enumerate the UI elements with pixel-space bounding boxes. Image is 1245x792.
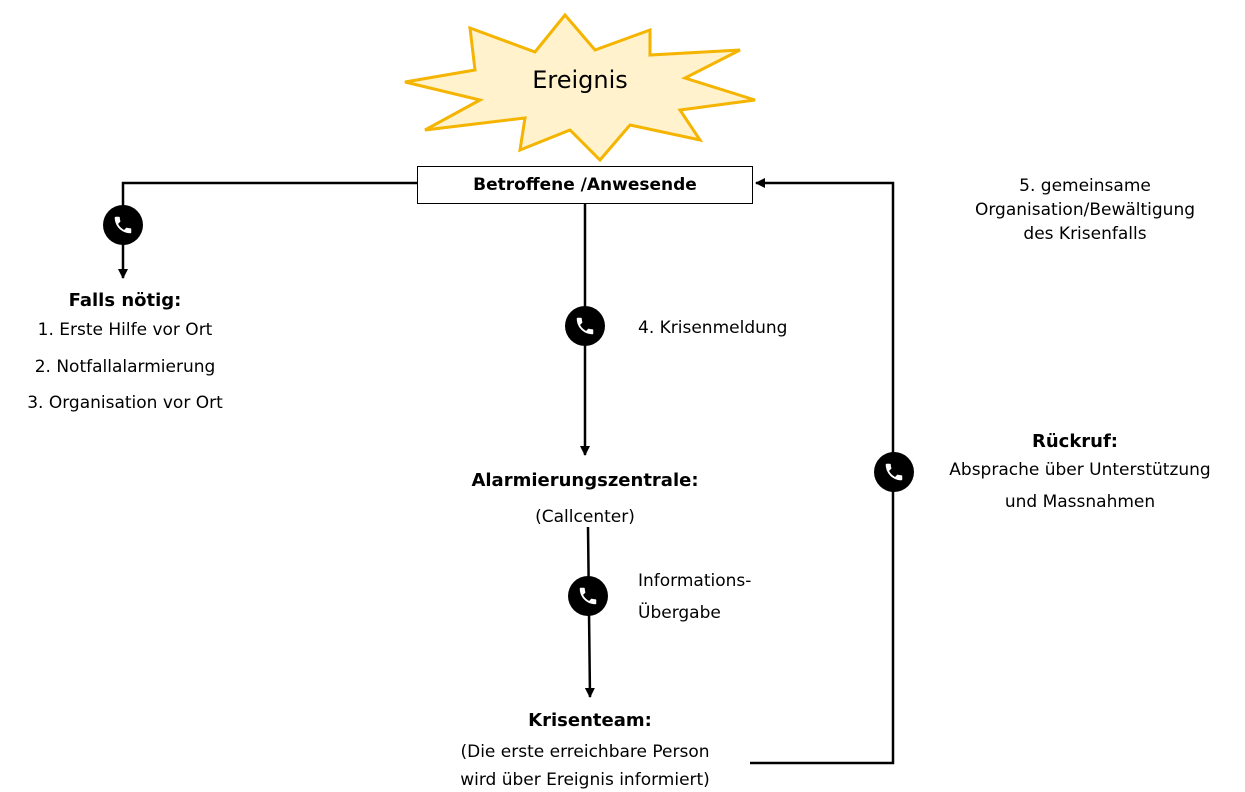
left-connector	[118, 181, 417, 279]
phone-icon	[103, 205, 143, 245]
alarm-center-heading: Alarmierungszentrale:	[471, 470, 699, 491]
step5-line2: Organisation/Bewältigung	[974, 200, 1196, 220]
phone-icon	[565, 306, 605, 346]
event-burst-shape	[404, 12, 756, 163]
left-branch-item: 3. Organisation vor Ort	[27, 393, 223, 413]
alarm-center-sub: (Callcenter)	[535, 507, 635, 527]
info-handover-line2: Übergabe	[638, 603, 721, 623]
callback-line1: Absprache über Unterstützung	[949, 460, 1211, 480]
step4-label: 4. Krisenmeldung	[638, 318, 788, 338]
phone-icon	[874, 452, 914, 492]
phone-icon	[568, 576, 608, 616]
crisis-team-line1: (Die erste erreichbare Person	[460, 742, 710, 762]
left-branch-heading: Falls nötig:	[68, 290, 182, 311]
crisis-team-line2: wird über Ereignis informiert)	[460, 770, 710, 790]
info-handover-line1: Informations-	[638, 571, 752, 591]
left-branch-item: 2. Notfallalarmierung	[34, 357, 216, 377]
left-branch-item: 1. Erste Hilfe vor Ort	[37, 320, 213, 340]
crisis-team-heading: Krisenteam:	[528, 710, 652, 731]
callback-heading: Rückruf:	[1031, 431, 1119, 452]
step5-line1: 5. gemeinsame	[1019, 176, 1151, 196]
affected-persons-label: Betroffene /Anwesende	[473, 175, 697, 195]
affected-persons-box: Betroffene /Anwesende	[417, 166, 753, 204]
step5-line3: des Krisenfalls	[1023, 224, 1147, 244]
callback-line2: und Massnahmen	[1004, 492, 1156, 512]
event-label: Ereignis	[532, 66, 628, 94]
callback-connector	[750, 178, 895, 765]
